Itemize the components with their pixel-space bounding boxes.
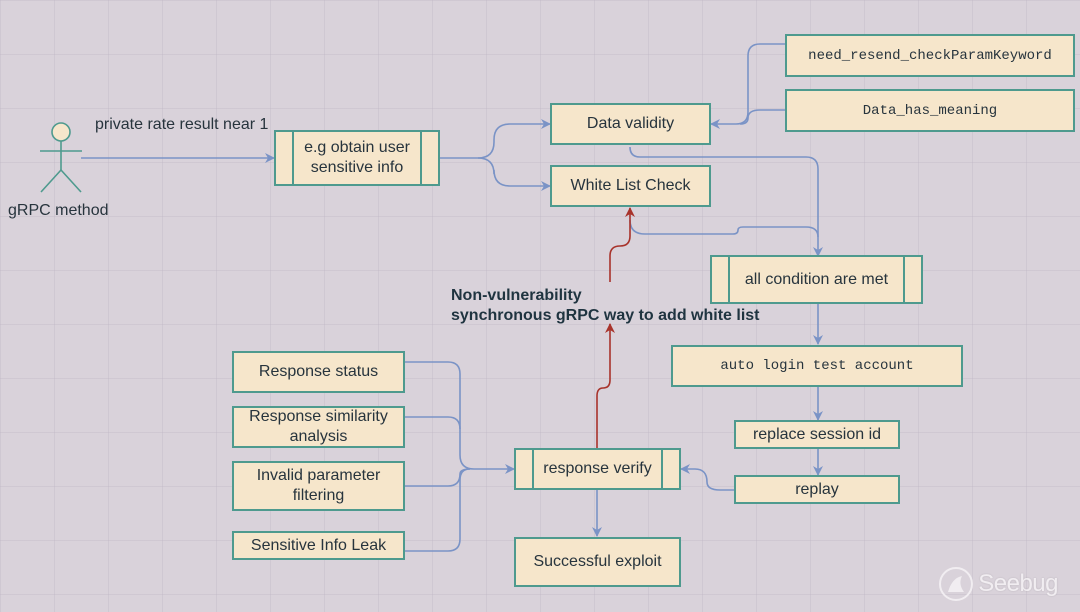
node-sensitive-info-leak[interactable]: Sensitive Info Leak bbox=[232, 531, 405, 560]
node-response-verify[interactable]: response verify bbox=[514, 448, 681, 490]
node-successful-exploit[interactable]: Successful exploit bbox=[514, 537, 681, 587]
edge-non-vuln-label-to-white-list bbox=[609, 207, 635, 282]
node-replace-session-id[interactable]: replace session id bbox=[734, 420, 900, 449]
seebug-logo-icon bbox=[939, 567, 974, 601]
node-data-validity[interactable]: Data validity bbox=[550, 103, 711, 145]
watermark-text: Seebug bbox=[978, 570, 1058, 597]
edge-sensitive-leak-to-verify bbox=[405, 468, 471, 552]
edge-obtain-to-white-list bbox=[477, 157, 551, 191]
edge-data-meaning-to-data-validity bbox=[739, 109, 786, 125]
node-response-status[interactable]: Response status bbox=[232, 351, 405, 393]
stick-figure-icon bbox=[40, 122, 82, 193]
node-obtain-line2: sensitive info bbox=[310, 159, 404, 176]
edge-label-non-vulnerability: Non-vulnerability synchronous gRPC way t… bbox=[451, 286, 759, 326]
actor-label: gRPC method bbox=[8, 202, 109, 219]
node-replay[interactable]: replay bbox=[734, 475, 900, 504]
non-vuln-line1: Non-vulnerability bbox=[451, 287, 582, 304]
node-need-resend-check-param-keyword[interactable]: need_resend_checkParamKeyword bbox=[785, 34, 1075, 77]
edge-obtain-to-data-validity bbox=[440, 119, 551, 159]
edge-label-private-rate: private rate result near 1 bbox=[95, 116, 269, 133]
edge-white-list-to-all-condition bbox=[629, 219, 819, 238]
invalid-param-line2: filtering bbox=[292, 487, 345, 504]
similarity-line2: analysis bbox=[289, 428, 348, 445]
edge-data-validity-to-all-condition bbox=[629, 146, 823, 257]
watermark: Seebug bbox=[938, 566, 1058, 602]
edge-verify-to-non-vuln-label bbox=[596, 323, 615, 448]
node-auto-login-test-account[interactable]: auto login test account bbox=[671, 345, 963, 387]
node-obtain-sensitive-info[interactable]: e.g obtain user sensitive info bbox=[274, 130, 440, 186]
edge-response-status-to-verify bbox=[405, 361, 515, 474]
non-vuln-line2: synchronous gRPC way to add white list bbox=[451, 307, 760, 324]
edge-replay-to-response-verify bbox=[680, 464, 735, 491]
edge-similarity-to-verify bbox=[405, 416, 461, 430]
node-all-condition-met[interactable]: all condition are met bbox=[710, 255, 923, 304]
similarity-line1: Response similarity bbox=[249, 408, 388, 425]
node-data-has-meaning[interactable]: Data_has_meaning bbox=[785, 89, 1075, 132]
edge-need-resend-to-data-validity bbox=[710, 43, 786, 129]
node-response-similarity-analysis[interactable]: Response similarity analysis bbox=[232, 406, 405, 448]
node-invalid-parameter-filtering[interactable]: Invalid parameter filtering bbox=[232, 461, 405, 511]
invalid-param-line1: Invalid parameter bbox=[256, 467, 381, 484]
node-white-list-check[interactable]: White List Check bbox=[550, 165, 711, 207]
node-obtain-line1: e.g obtain user bbox=[304, 139, 410, 156]
